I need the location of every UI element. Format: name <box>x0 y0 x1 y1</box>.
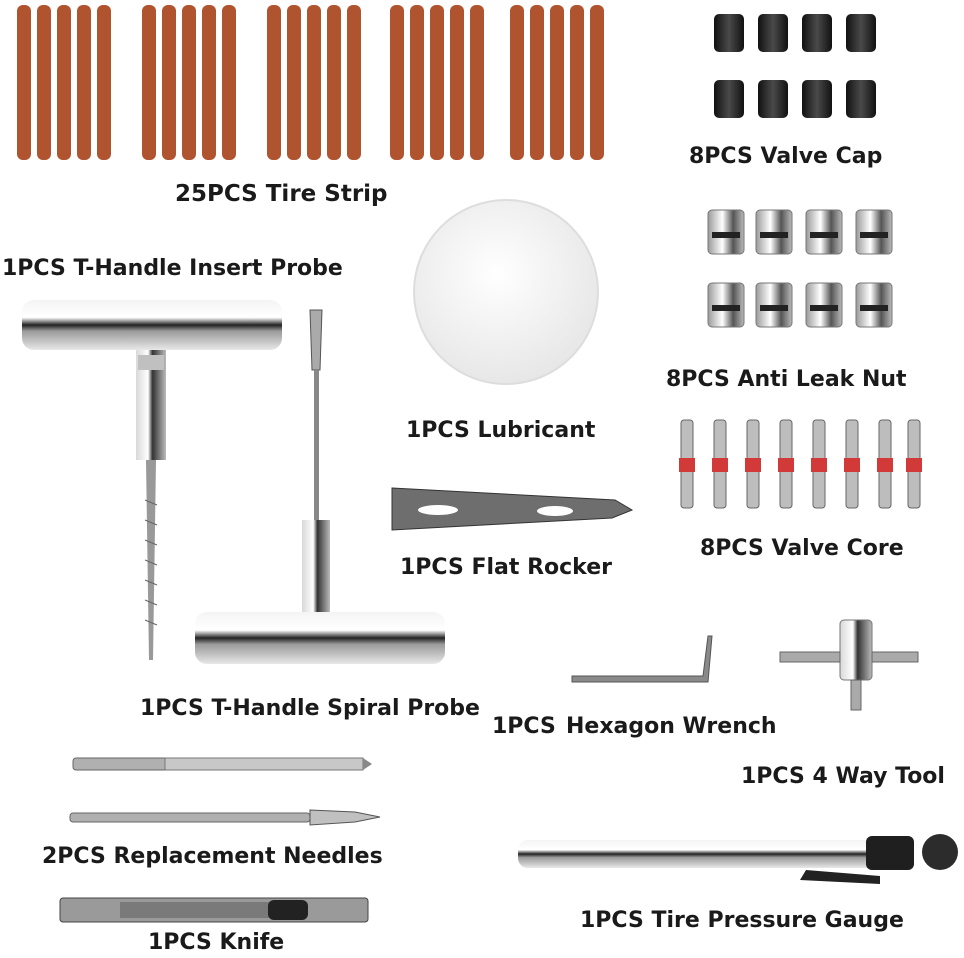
flat-rocker <box>391 487 634 531</box>
utility-knife <box>59 897 369 923</box>
insert-probe <box>22 300 282 660</box>
label-valve-cap: 8PCS Valve Cap <box>689 144 883 169</box>
tire-strip-bundles <box>17 5 604 160</box>
pressure-gauge <box>518 834 958 884</box>
four-way-tool <box>779 619 919 711</box>
replacement-needles <box>69 757 381 826</box>
label-anti-leak-nut: 8PCS Anti Leak Nut <box>666 367 907 392</box>
label-tire-strip: 25PCS Tire Strip <box>175 181 388 207</box>
label-lubricant: 1PCS Lubricant <box>406 418 596 443</box>
label-needles: 2PCS Replacement Needles <box>42 844 383 869</box>
valve-cores <box>679 419 922 509</box>
label-pressure-gauge: 1PCS Tire Pressure Gauge <box>580 908 904 933</box>
label-valve-core: 8PCS Valve Core <box>700 536 904 561</box>
valve-caps <box>714 14 876 118</box>
hexagon-wrench <box>571 635 713 683</box>
label-four-way-tool: 1PCS 4 Way Tool <box>741 764 945 789</box>
spiral-probe <box>195 309 445 664</box>
label-spiral-probe: 1PCS T-Handle Spiral Probe <box>140 696 480 721</box>
anti-leak-nuts <box>707 209 893 328</box>
lubricant-tin <box>413 199 599 385</box>
label-flat-rocker: 1PCS Flat Rocker <box>400 555 612 580</box>
label-hex-wrench-qty: 1PCS <box>492 714 556 739</box>
label-knife: 1PCS Knife <box>148 930 285 955</box>
label-insert-probe: 1PCS T-Handle Insert Probe <box>2 256 343 281</box>
label-hex-wrench-name: Hexagon Wrench <box>566 714 777 739</box>
